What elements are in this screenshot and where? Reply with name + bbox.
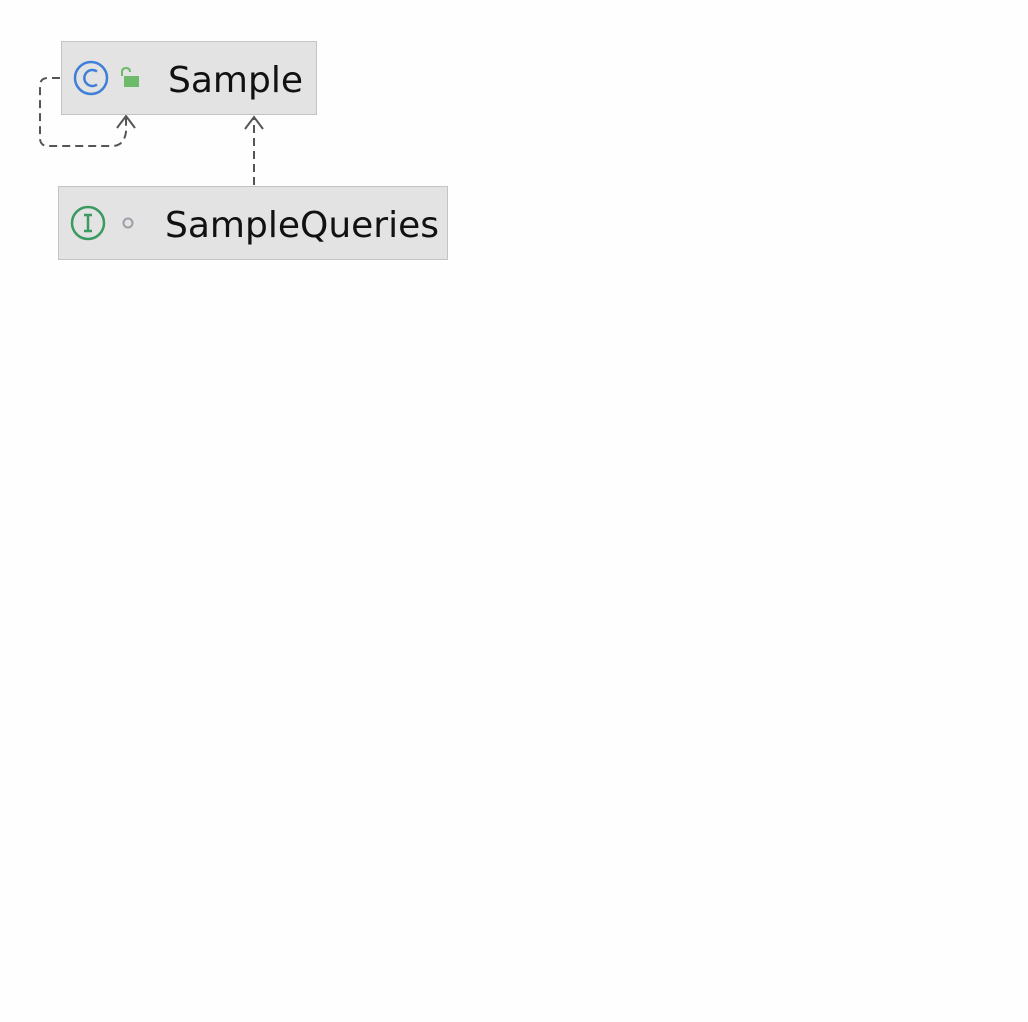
node-sample-label: Sample (168, 60, 303, 101)
node-sample-queries-label: SampleQueries (165, 205, 439, 246)
edge-sample-self (39, 77, 136, 147)
edge-sample-self-arrowhead (116, 114, 136, 129)
package-private-icon (122, 217, 134, 229)
edge-sample-self-line (39, 77, 127, 147)
node-sample[interactable]: Sample (61, 41, 317, 115)
node-sample-queries[interactable]: SampleQueries (58, 186, 448, 260)
public-unlock-icon (121, 66, 139, 87)
interface-icon (70, 205, 106, 241)
class-icon (73, 60, 109, 96)
edge-queries-to-sample (244, 115, 264, 185)
edge-queries-to-sample-arrowhead (244, 115, 264, 130)
